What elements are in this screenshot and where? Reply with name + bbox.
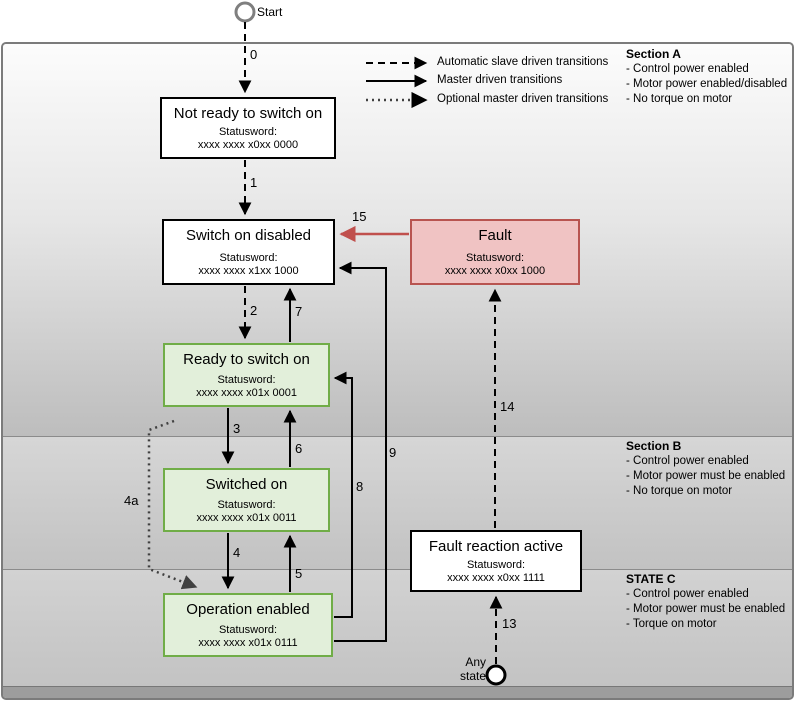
state-operation-enabled: Operation enabled Statusword: xxxx xxxx … [163,593,333,657]
statusword-value: xxxx xxxx x0xx 1000 [444,265,546,277]
statusword-label: Statusword: [218,126,278,138]
section-c-background [3,569,792,686]
state-ready-to-switch-on: Ready to switch on Statusword: xxxx xxxx… [163,343,330,407]
transition-label-4a: 4a [124,493,139,508]
section-b-line: - Control power enabled [626,455,749,467]
transition-label-9: 9 [389,445,397,460]
state-title: Not ready to switch on [173,105,323,122]
state-title: Fault reaction active [428,538,564,555]
transition-label-5: 5 [295,566,303,581]
any-state-node-label: Any state [459,655,486,683]
transition-label-1: 1 [250,175,258,190]
statusword-block: Statusword: xxxx xxxx x1xx 1000 [198,252,298,278]
statusword-label: Statusword: [218,624,278,636]
state-c-line: - Torque on motor [626,618,717,630]
section-a-note: Section A - Control power enabled - Moto… [626,47,794,107]
section-a-line: - Motor power enabled/disabled [626,78,788,90]
section-b-note: Section B - Control power enabled - Moto… [626,439,794,499]
start-node-label: Start [257,5,283,19]
statusword-label: Statusword: [217,499,276,511]
statusword-value: xxxx xxxx x0xx 1111 [447,572,545,584]
transition-label-14: 14 [500,399,515,414]
transition-label-3: 3 [233,421,241,436]
statusword-block: Statusword: xxxx xxxx x0xx 1111 [447,559,545,585]
bottom-bar [3,686,792,698]
transition-label-4: 4 [233,545,241,560]
section-a-line: - No torque on motor [626,93,733,105]
statusword-value: xxxx xxxx x01x 0111 [198,637,298,649]
statusword-label: Statusword: [465,252,525,264]
legend-item-optional: Optional master driven transitions [437,93,609,105]
statusword-block: Statusword: xxxx xxxx x01x 0011 [196,499,296,525]
state-title: Ready to switch on [183,351,310,368]
legend-item-master: Master driven transitions [437,74,563,86]
state-title: Switched on [205,476,288,493]
statusword-label: Statusword: [219,252,278,264]
transition-label-6: 6 [295,441,303,456]
transition-label-0: 0 [250,47,258,62]
statusword-value: xxxx xxxx x1xx 1000 [198,265,299,277]
state-switch-on-disabled: Switch on disabled Statusword: xxxx xxxx… [162,219,335,285]
state-fault-reaction-active: Fault reaction active Statusword: xxxx x… [410,530,582,592]
statusword-block: Statusword: xxxx xxxx x0xx 1000 [445,252,545,278]
section-a-line: - Control power enabled [626,63,749,75]
state-switched-on: Switched on Statusword: xxxx xxxx x01x 0… [163,468,330,532]
statusword-value: xxxx xxxx x0xx 0000 [197,139,299,151]
state-title: Operation enabled [186,601,310,618]
section-a-title: Section A [626,47,681,61]
statusword-block: Statusword: xxxx xxxx x01x 0001 [196,374,297,400]
section-b-line: - No torque on motor [626,485,733,497]
legend-item-automatic: Automatic slave driven transitions [437,56,609,68]
section-b-title: Section B [626,439,682,453]
state-c-line: - Control power enabled [626,588,749,600]
transition-label-15: 15 [352,209,367,224]
section-b-line: - Motor power must be enabled [626,470,786,482]
statusword-block: Statusword: xxxx xxxx x0xx 0000 [198,126,298,152]
diagram-frame [1,42,794,700]
transition-label-7: 7 [295,304,303,319]
transition-label-13: 13 [502,616,517,631]
statusword-label: Statusword: [217,374,276,386]
transition-label-2: 2 [250,303,258,318]
state-c-note: STATE C - Control power enabled - Motor … [626,572,794,632]
state-c-title: STATE C [626,572,676,586]
statusword-label: Statusword: [466,559,526,571]
section-a-background [3,44,792,436]
state-not-ready-to-switch-on: Not ready to switch on Statusword: xxxx … [160,97,336,159]
section-b-background [3,436,792,569]
state-fault: Fault Statusword: xxxx xxxx x0xx 1000 [410,219,580,285]
state-title: Fault [478,227,512,244]
statusword-value: xxxx xxxx x01x 0001 [196,387,297,399]
state-title: Switch on disabled [185,227,312,244]
start-node-circle [234,1,256,23]
statusword-block: Statusword: xxxx xxxx x01x 0111 [198,624,297,650]
transition-label-8: 8 [356,479,364,494]
state-c-line: - Motor power must be enabled [626,603,786,615]
statusword-value: xxxx xxxx x01x 0011 [196,512,297,524]
